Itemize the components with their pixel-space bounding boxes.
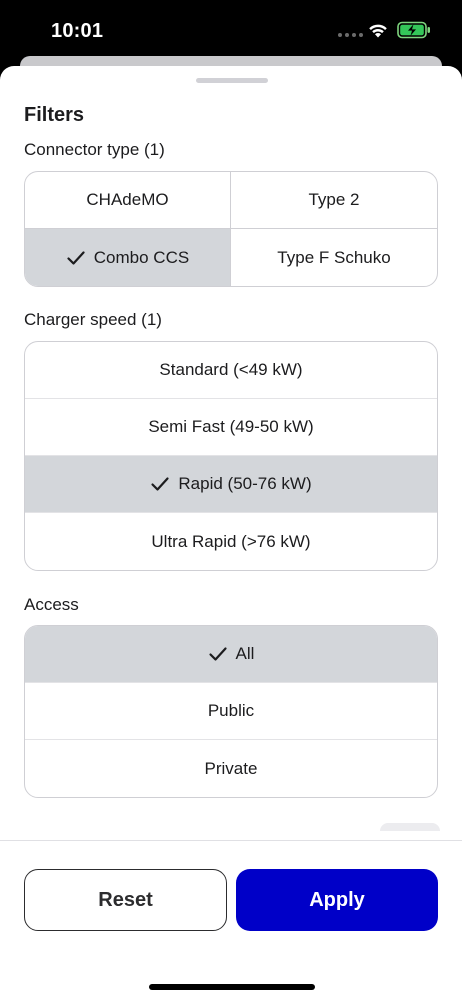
connector-type-group: CHAdeMO Type 2 Combo CCS Type F Schuko bbox=[24, 171, 438, 287]
connector-option-chademo[interactable]: CHAdeMO bbox=[25, 172, 231, 229]
option-label: Ultra Rapid (>76 kW) bbox=[151, 531, 311, 551]
toggle-switch[interactable] bbox=[380, 823, 440, 831]
option-label: Type 2 bbox=[308, 190, 360, 209]
footer-divider bbox=[0, 840, 462, 841]
connector-option-combo-ccs[interactable]: Combo CCS bbox=[25, 229, 231, 286]
cellular-signal-icon bbox=[338, 33, 363, 37]
access-option-private[interactable]: Private bbox=[25, 740, 437, 797]
option-label: Combo CCS bbox=[93, 247, 190, 267]
access-option-public[interactable]: Public bbox=[25, 683, 437, 740]
sheet-grabber[interactable] bbox=[196, 78, 268, 83]
status-bar: 10:01 bbox=[0, 0, 462, 62]
checkmark-icon bbox=[67, 250, 85, 265]
speed-option-semi-fast[interactable]: Semi Fast (49-50 kW) bbox=[25, 399, 437, 456]
reset-button[interactable]: Reset bbox=[24, 869, 227, 931]
apply-button[interactable]: Apply bbox=[236, 869, 438, 931]
speed-option-ultra-rapid[interactable]: Ultra Rapid (>76 kW) bbox=[25, 513, 437, 570]
option-label: Type F Schuko bbox=[277, 247, 391, 267]
option-label: Public bbox=[207, 701, 255, 720]
access-option-all[interactable]: All bbox=[25, 626, 437, 683]
status-time: 10:01 bbox=[51, 20, 104, 42]
connector-type-label: Connector type (1) bbox=[24, 140, 165, 159]
option-label: Rapid (50-76 kW) bbox=[178, 474, 312, 493]
sheet-title: Filters bbox=[24, 104, 85, 126]
option-label: Semi Fast (49-50 kW) bbox=[148, 417, 314, 436]
access-label: Access bbox=[24, 595, 79, 614]
home-indicator bbox=[149, 984, 315, 990]
charger-speed-group: Standard (<49 kW) Semi Fast (49-50 kW) R… bbox=[24, 341, 438, 571]
wifi-icon bbox=[369, 24, 387, 38]
charger-speed-label: Charger speed (1) bbox=[24, 310, 162, 329]
speed-option-rapid[interactable]: Rapid (50-76 kW) bbox=[25, 456, 437, 513]
speed-option-standard[interactable]: Standard (<49 kW) bbox=[25, 342, 437, 399]
checkmark-icon bbox=[151, 477, 169, 491]
connector-option-type-2[interactable]: Type 2 bbox=[231, 172, 437, 229]
option-label: Private bbox=[204, 758, 258, 778]
option-label: CHAdeMO bbox=[86, 190, 169, 209]
filters-sheet: Filters Connector type (1) CHAdeMO Type … bbox=[0, 66, 462, 1000]
checkmark-icon bbox=[208, 647, 227, 661]
option-label: Standard (<49 kW) bbox=[159, 360, 303, 379]
option-label: All bbox=[235, 644, 255, 663]
access-group: All Public Private bbox=[24, 625, 438, 798]
battery-charging-icon bbox=[397, 21, 430, 39]
connector-option-type-f-schuko[interactable]: Type F Schuko bbox=[231, 229, 437, 286]
